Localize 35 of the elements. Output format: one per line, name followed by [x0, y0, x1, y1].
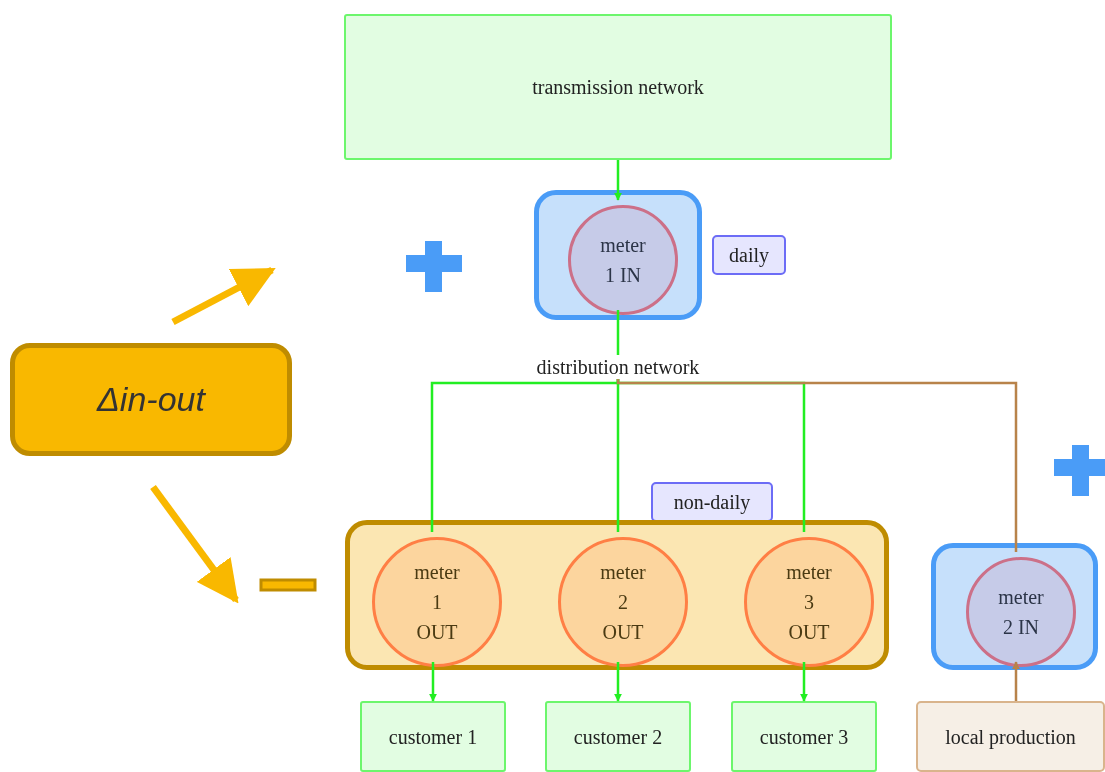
- arrow: [150, 484, 239, 604]
- connector: [614, 160, 622, 201]
- node-label: customer 3: [759, 724, 849, 750]
- process-box: [731, 701, 877, 772]
- node-label: local production: [945, 724, 1076, 751]
- node-label: customer 1: [388, 724, 478, 750]
- connector: [1012, 661, 1020, 701]
- node-label: non-daily: [673, 490, 751, 516]
- process-box: [360, 701, 506, 772]
- process-box: [545, 701, 691, 772]
- connector: [800, 662, 808, 702]
- node-label: distribution network: [536, 355, 700, 380]
- node-label: meter 3 OUT: [785, 560, 833, 645]
- node-label: meter 2 IN: [997, 585, 1045, 640]
- node-label: daily: [729, 243, 769, 269]
- node-label: customer 2: [573, 724, 663, 750]
- arrow: [171, 266, 276, 326]
- process-box: [344, 14, 892, 160]
- node-label: meter 1 IN: [599, 233, 647, 288]
- connector: [430, 379, 620, 532]
- node-label: Δin-out: [97, 379, 205, 420]
- group-box: [345, 520, 889, 670]
- node-label: transmission network: [532, 75, 704, 100]
- meter-housing: [534, 190, 702, 320]
- node-label: meter 1 OUT: [413, 560, 461, 645]
- source-box: [916, 701, 1105, 772]
- tag-box: [651, 482, 773, 522]
- node-label: meter 2 OUT: [599, 560, 647, 645]
- tag-box: [712, 235, 786, 275]
- connector: [616, 310, 620, 355]
- connector: [429, 662, 437, 702]
- delta-box: [10, 343, 292, 456]
- connector: [614, 662, 622, 702]
- meter-housing: [931, 543, 1098, 670]
- connector: [616, 378, 1018, 552]
